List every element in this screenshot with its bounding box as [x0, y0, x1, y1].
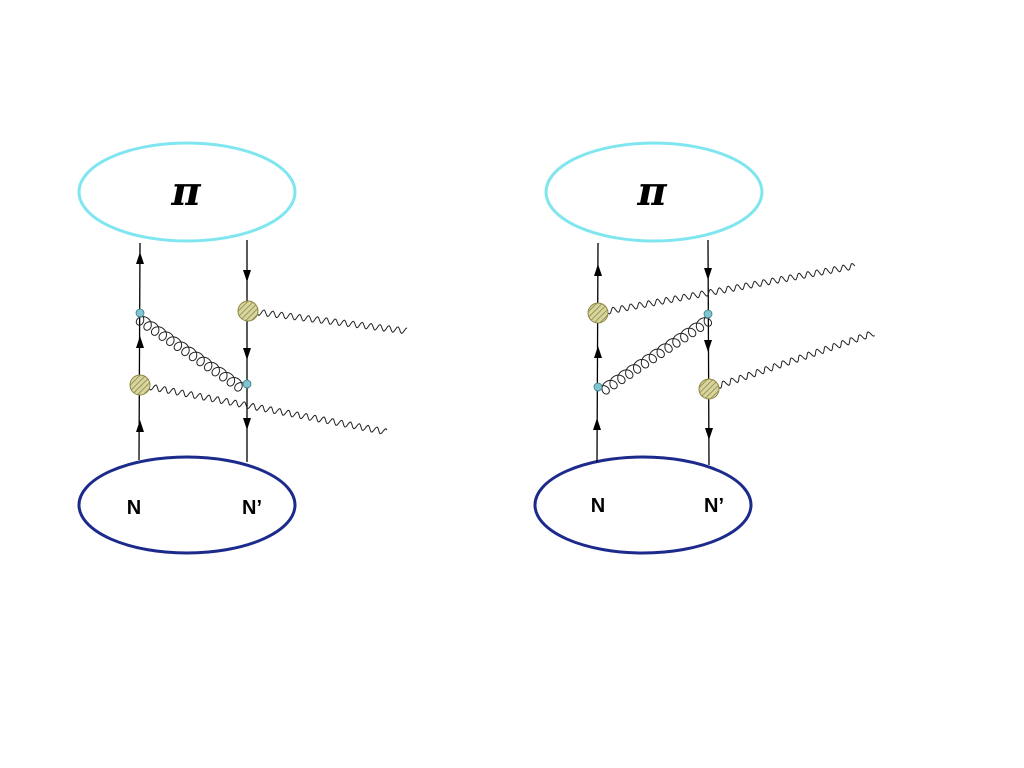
quark-arrow [136, 336, 144, 348]
quark-arrow [704, 340, 712, 352]
gluon-vertex [703, 309, 713, 319]
photon-vertex [237, 300, 259, 322]
nucleon-blob [77, 455, 297, 555]
gluon-vertex [242, 379, 252, 389]
quark-arrow [593, 418, 601, 430]
quark-arrow [136, 252, 144, 264]
quark-arrow [705, 428, 713, 440]
photon-vertex [698, 378, 720, 400]
nucleon-out-label: N’ [704, 495, 724, 517]
pion-blob [77, 141, 297, 243]
quark-arrow [594, 346, 602, 358]
gluon-line [597, 313, 713, 395]
quark-arrow [243, 418, 251, 430]
gluon-vertex [593, 382, 603, 392]
pion-label: π [170, 168, 201, 215]
photon-vertex [129, 374, 151, 396]
photon-vertex [587, 302, 609, 324]
diagram-right: π N N’ [533, 141, 875, 555]
photon-line [139, 382, 388, 435]
nucleon-in-label: N [127, 497, 141, 519]
quark-arrow [243, 270, 251, 282]
gluon-vertex [135, 308, 145, 318]
photon-line [247, 308, 408, 334]
quark-arrow [704, 268, 712, 280]
nucleon-in-label: N [591, 495, 605, 517]
quark-arrow [243, 348, 251, 360]
quark-arrow [594, 264, 602, 276]
pion-blob [544, 141, 764, 243]
nucleon-out-label: N’ [242, 497, 262, 519]
diagram-left: π N N’ [77, 141, 408, 555]
pion-label: π [636, 168, 667, 215]
nucleon-blob [533, 455, 753, 555]
photon-line [597, 262, 856, 317]
quark-arrow [136, 420, 144, 432]
gluon-line [135, 312, 247, 392]
photon-line [708, 331, 875, 392]
